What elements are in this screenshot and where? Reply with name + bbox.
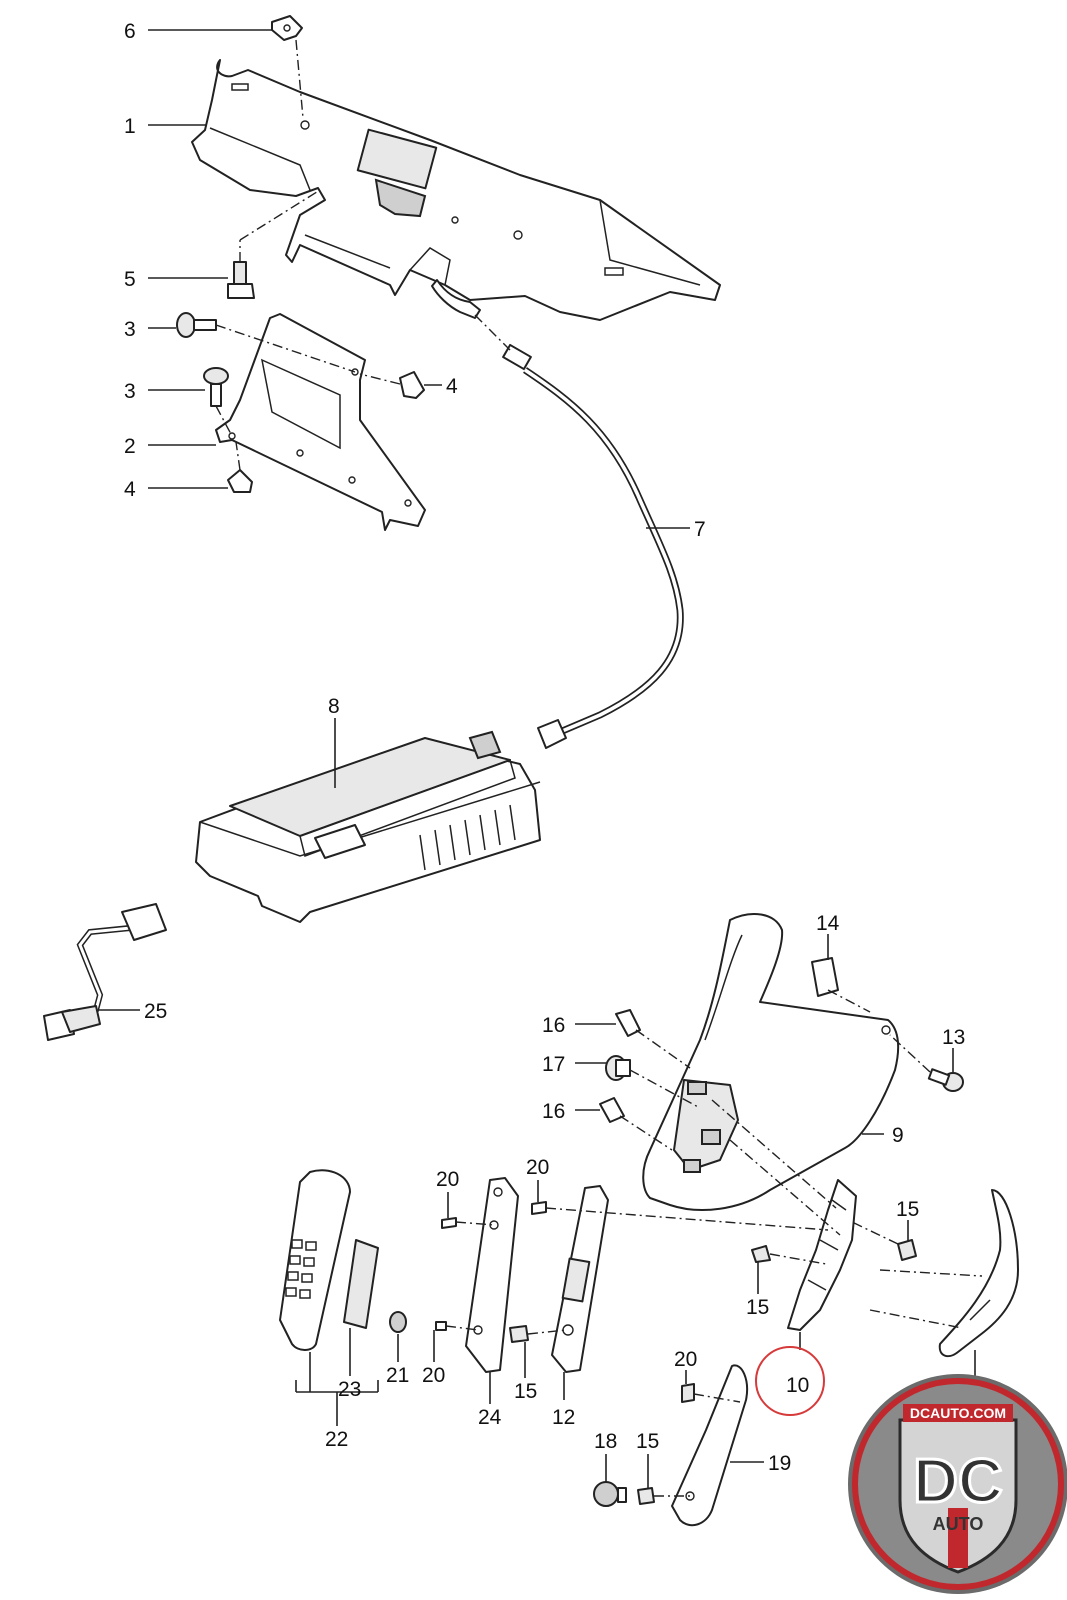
callout-17: 17 bbox=[542, 1053, 565, 1076]
callout-25: 25 bbox=[144, 1000, 167, 1023]
cover-part-19 bbox=[671, 1364, 748, 1527]
callout-4b: 4 bbox=[124, 478, 136, 501]
callout-9: 9 bbox=[892, 1124, 904, 1147]
spring-part-21 bbox=[389, 1311, 407, 1333]
callout-15d: 15 bbox=[636, 1430, 659, 1453]
callout-20d: 20 bbox=[674, 1348, 697, 1371]
highlight-circle bbox=[755, 1346, 825, 1416]
callout-5: 5 bbox=[124, 268, 136, 291]
callout-19: 19 bbox=[768, 1452, 791, 1475]
logo-letters: DC bbox=[913, 1447, 1003, 1516]
screw-part-3b bbox=[203, 367, 233, 437]
callout-8: 8 bbox=[328, 695, 340, 718]
panel-part-12 bbox=[551, 1185, 609, 1373]
plate-part-2 bbox=[215, 313, 426, 531]
callout-10: 10 bbox=[786, 1374, 809, 1397]
cable-part-7 bbox=[474, 314, 684, 749]
callout-22: 22 bbox=[325, 1428, 348, 1451]
callout-20b: 20 bbox=[526, 1156, 549, 1179]
callout-6: 6 bbox=[124, 20, 136, 43]
knob-part-18 bbox=[593, 1481, 627, 1507]
callout-23: 23 bbox=[338, 1378, 361, 1401]
bezel-part-10 bbox=[711, 1099, 857, 1331]
callout-16a: 16 bbox=[542, 1014, 565, 1037]
bracket-part-1 bbox=[191, 59, 721, 321]
callout-2: 2 bbox=[124, 435, 136, 458]
module-part-8 bbox=[195, 730, 541, 923]
callout-3b: 3 bbox=[124, 380, 136, 403]
clip-part-4b bbox=[227, 441, 253, 493]
callout-21: 21 bbox=[386, 1364, 409, 1387]
callout-15a: 15 bbox=[896, 1198, 919, 1221]
callout-14: 14 bbox=[816, 912, 840, 935]
callout-4a: 4 bbox=[446, 375, 458, 398]
clip-part-16b bbox=[599, 1097, 673, 1151]
callout-3a: 3 bbox=[124, 318, 136, 341]
callout-1: 1 bbox=[124, 115, 136, 138]
screw-part-13 bbox=[889, 1034, 964, 1092]
clip-part-6 bbox=[271, 15, 304, 119]
clip-part-16a bbox=[615, 1009, 691, 1069]
bolt-part-5 bbox=[227, 189, 321, 299]
harness-part-25 bbox=[43, 903, 167, 1041]
callout-16b: 16 bbox=[542, 1100, 565, 1123]
handset-part-23 bbox=[279, 1169, 379, 1351]
logo-sub-text: AUTO bbox=[933, 1514, 984, 1534]
callout-15b: 15 bbox=[746, 1296, 769, 1319]
leader-lines bbox=[98, 29, 976, 1488]
screw-part-3a bbox=[176, 312, 356, 373]
callout-15c: 15 bbox=[514, 1380, 537, 1403]
screws-part-20-15 bbox=[435, 1201, 917, 1343]
panel-part-24 bbox=[465, 1177, 519, 1373]
clip-part-4a bbox=[359, 371, 425, 399]
logo-site-text: DCAUTO.COM bbox=[910, 1405, 1006, 1421]
callout-12: 12 bbox=[552, 1406, 575, 1429]
grommet-part-17 bbox=[605, 1055, 701, 1109]
dcauto-logo: DCAUTO.COM DC AUTO bbox=[848, 1374, 1067, 1594]
callout-13: 13 bbox=[942, 1026, 965, 1049]
callout-20c: 20 bbox=[422, 1364, 445, 1387]
trim-part-11 bbox=[869, 1189, 1019, 1358]
callout-24: 24 bbox=[478, 1406, 502, 1429]
callout-7: 7 bbox=[694, 518, 706, 541]
callout-20a: 20 bbox=[436, 1168, 459, 1191]
clip-part-14 bbox=[811, 957, 871, 1013]
callout-18: 18 bbox=[594, 1430, 617, 1453]
screw-part-15d bbox=[637, 1487, 690, 1505]
